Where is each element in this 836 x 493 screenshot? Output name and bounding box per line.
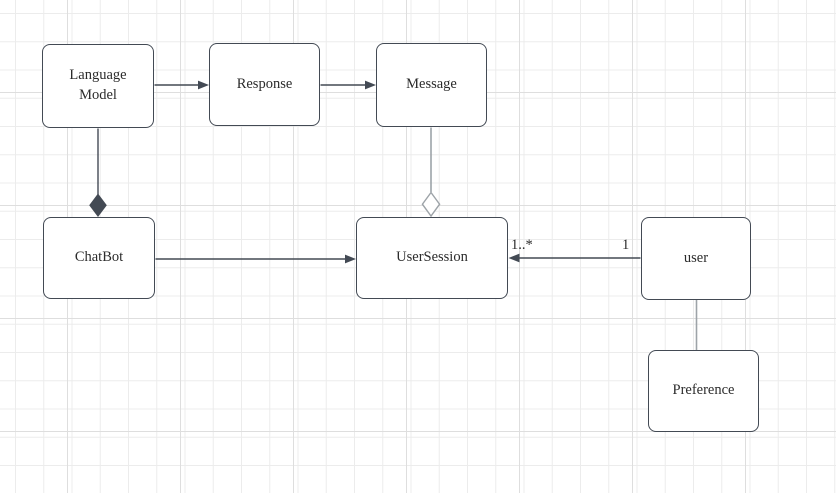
node-message[interactable]: Message: [376, 43, 487, 127]
node-usersession[interactable]: UserSession: [356, 217, 508, 299]
arrow-head-icon: [198, 80, 209, 90]
node-label: Response: [236, 75, 293, 92]
edge-message-usersession[interactable]: [421, 127, 441, 218]
node-user[interactable]: user: [641, 217, 751, 300]
node-label: ChatBot: [74, 249, 124, 266]
edge-languagemodel-chatbot[interactable]: [89, 128, 107, 218]
composition-diamond-icon: [89, 193, 107, 217]
node-preference[interactable]: Preference: [648, 350, 759, 432]
node-label: Language Model: [69, 67, 127, 103]
edge-response-message[interactable]: [320, 80, 377, 90]
node-label: Message: [406, 76, 457, 93]
node-language-model[interactable]: Language Model: [42, 44, 154, 128]
node-label: Preference: [672, 382, 735, 399]
arrow-head-icon: [365, 80, 376, 90]
arrow-head-icon: [345, 254, 356, 264]
multiplicity-label-usersession: 1..*: [511, 237, 533, 253]
aggregation-diamond-icon: [421, 191, 441, 218]
node-label: user: [683, 249, 709, 266]
edge-chatbot-usersession[interactable]: [155, 254, 357, 264]
multiplicity-label-user: 1: [622, 237, 630, 253]
arrow-head-icon: [508, 253, 520, 263]
node-response[interactable]: Response: [209, 43, 320, 126]
edge-languagemodel-response[interactable]: [154, 80, 367, 90]
edge-user-usersession[interactable]: [508, 253, 641, 263]
node-chatbot[interactable]: ChatBot: [43, 217, 155, 299]
node-label: UserSession: [396, 249, 468, 266]
